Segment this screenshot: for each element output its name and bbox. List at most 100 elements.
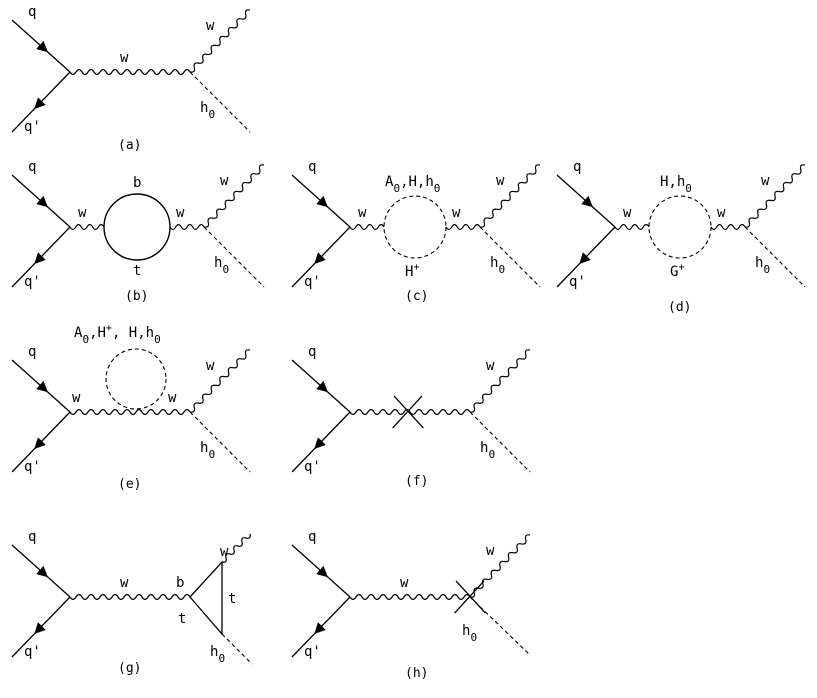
antiquark-incoming-line [291,411,351,473]
loop-top-label: H,h0 [660,174,692,195]
triangle-b-label: b [176,575,184,591]
w-outgoing-line [744,164,806,228]
w-right-segment [445,224,481,230]
diagram-caption: (c) [405,289,428,304]
loop-bottom-label-part: + [413,262,419,273]
w-left-segment [349,224,385,230]
diagram-caption: (b) [125,289,148,304]
loop-circle [103,193,171,261]
antiquark-label: q' [24,274,41,290]
loop-top-label: A0,H,h0 [385,174,440,195]
higgs-label-h: h [755,255,763,271]
higgs-label-sub: 0 [470,631,477,644]
quark-label: q [28,529,36,545]
higgs-label-sub: 0 [763,263,770,276]
quark-label: q [28,4,36,20]
loop-top-label-part: ,H [89,325,106,341]
w-left-segment [69,224,105,230]
diagram-caption: (e) [118,477,141,492]
loop-bottom-label-part: G [670,264,678,280]
w-outgoing-label: w [220,173,229,189]
higgs-label-h: h [200,440,208,456]
loop-top-label-part: 0 [154,333,161,346]
w-right-label: w [176,205,185,221]
w-propagator [349,409,471,415]
loop-bottom-label-part: H [405,264,413,280]
higgs-label-sub: 0 [498,263,505,276]
w-outgoing-line [203,164,265,228]
antiquark-label: q' [24,459,41,475]
triangle-t-left-label: t [178,611,186,627]
higgs-outgoing-line [469,411,531,473]
w-outgoing-label: w [206,358,215,374]
w-propagator [69,409,191,415]
higgs-label-h: h [200,100,208,116]
loop-top-label-part: A [385,174,394,190]
higgs-label-sub: 0 [488,448,495,461]
loop-top-label-part: 0 [393,182,400,195]
antiquark-label: q' [24,119,41,135]
w-outgoing-line [221,533,251,563]
quark-incoming-line [11,544,71,598]
higgs-label: h0 [214,255,229,276]
higgs-label-h: h [480,440,488,456]
w-left-label: w [78,205,87,221]
diagram-caption: (g) [118,661,141,676]
loop-top-label-part: 0 [82,333,89,346]
diagram-caption: (f) [405,474,428,489]
quark-incoming-line [291,359,351,413]
w-outgoing-line [469,534,531,598]
higgs-label: h0 [210,644,225,665]
seagull-loop-circle [105,348,167,410]
w-propagator-label: w [120,575,129,591]
w-propagator [349,594,471,600]
higgs-outgoing-line [203,226,265,288]
antiquark-incoming-line [291,596,351,658]
loop-top-label-part: A [74,325,83,341]
w-outgoing-line [469,349,531,413]
higgs-outgoing-line [189,411,251,473]
higgs-label: h0 [462,623,477,644]
w-right-segment [710,224,746,230]
quark-label: q [28,344,36,360]
higgs-label: h0 [490,255,505,276]
quark-incoming-line [11,359,71,413]
w-outgoing-line [189,9,251,73]
antiquark-label: q' [569,274,586,290]
loop-circle [648,195,712,259]
w-outgoing-line [189,349,251,413]
w-right-label: w [717,205,726,221]
triangle-t-right-label: t [228,591,236,607]
quark-label: q [28,159,36,175]
w-right-segment [169,224,205,230]
quark-label: q [308,529,316,545]
quark-incoming-line [291,174,351,228]
w-left-segment [614,224,650,230]
triangle-loop [189,560,223,636]
w-outgoing-label: w [486,543,495,559]
quark-label: q [308,159,316,175]
higgs-label: h0 [200,100,215,121]
higgs-label-h: h [462,623,470,639]
w-left-label: w [623,205,632,221]
loop-top-label-part: 0 [685,182,692,195]
loop-top-label: A0,H+, H,h0 [74,323,161,346]
w-outgoing-label: w [220,544,229,560]
quark-incoming-line [556,174,616,228]
loop-bottom-label: t [133,263,141,279]
higgs-outgoing-line [189,71,251,133]
w-outgoing-label: w [486,358,495,374]
higgs-label: h0 [755,255,770,276]
antiquark-incoming-line [556,226,616,288]
higgs-outgoing-line [479,226,541,288]
mixing-cross-a [393,395,424,429]
quark-label: q [573,159,581,175]
diagram-f: qq'(f)wh0 [291,344,531,489]
quark-label: q [308,344,316,360]
